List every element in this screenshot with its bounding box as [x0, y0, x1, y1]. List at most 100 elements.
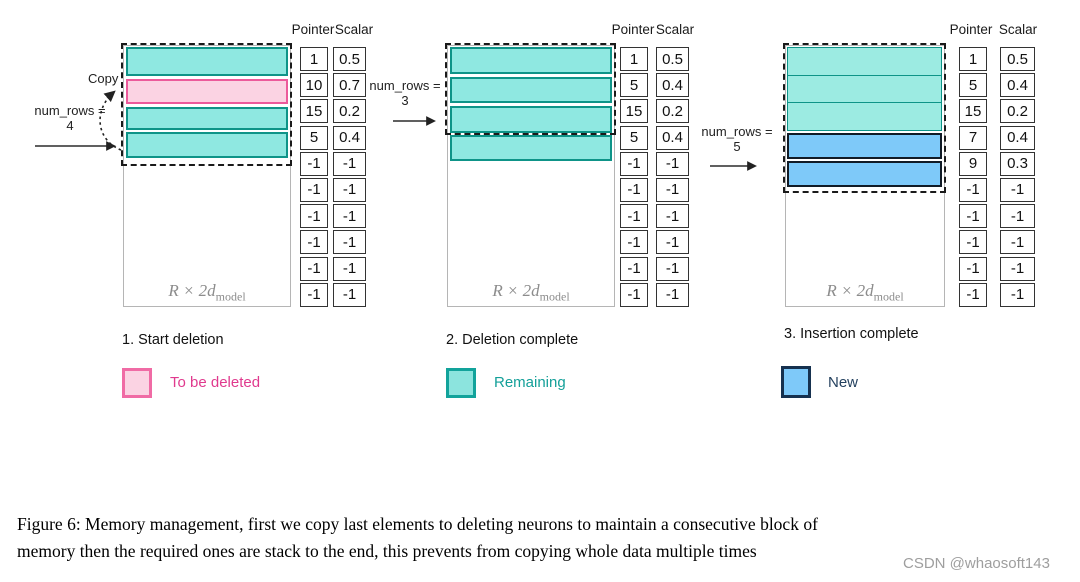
pointer-cell: -1: [620, 230, 648, 255]
pointer-cell: 5: [959, 73, 987, 98]
pointer-cell: 5: [620, 73, 648, 98]
scalar-cell: 0.2: [333, 99, 366, 124]
scalar-column-3: 0.5 0.4 0.2 0.4 0.3 -1 -1 -1 -1 -1: [1000, 47, 1035, 307]
scalar-column-header: Scalar: [334, 22, 374, 37]
row-remaining: [126, 107, 288, 130]
scalar-cell: 0.4: [656, 125, 689, 150]
scalar-cell: -1: [333, 204, 366, 229]
dashed-region-3: [783, 43, 946, 193]
scalar-cell: 0.5: [656, 47, 689, 71]
scalar-cell: -1: [656, 151, 689, 176]
pointer-cell: -1: [959, 256, 987, 281]
dashed-region-2: [445, 43, 616, 135]
scalar-cell: 0.5: [1000, 47, 1035, 71]
legend-label-remaining: Remaining: [494, 374, 566, 391]
row-remaining: [787, 102, 942, 131]
scalar-cell: -1: [656, 177, 689, 202]
scalar-cell: 0.4: [1000, 73, 1035, 98]
row-remaining: [126, 47, 288, 76]
matrix-dimension-label: R × 2dmodel: [492, 281, 570, 304]
pointer-cell: 15: [959, 99, 987, 124]
num-rows-label-1: num_rows =4: [34, 103, 106, 133]
step-caption-2: 2. Deletion complete: [446, 332, 579, 348]
pointer-cell: 1: [959, 47, 987, 71]
row-remaining: [787, 47, 942, 76]
pointer-column-1: 1 10 15 5 -1 -1 -1 -1 -1 -1: [300, 47, 328, 307]
row-remaining: [126, 132, 288, 158]
scalar-cell: -1: [1000, 282, 1035, 307]
pointer-cell: -1: [300, 151, 328, 176]
num-rows-label-3: num_rows =5: [701, 124, 773, 154]
pointer-column-header: Pointer: [611, 22, 655, 37]
pointer-cell: -1: [959, 230, 987, 255]
scalar-column-header: Scalar: [998, 22, 1038, 37]
scalar-cell: 0.4: [333, 125, 366, 150]
row-new: [787, 133, 942, 159]
step-caption-3: 3. Insertion complete: [784, 326, 919, 342]
scalar-cell: 0.2: [656, 99, 689, 124]
copy-label: Copy: [88, 71, 119, 86]
legend-swatch-to-be-deleted: [122, 368, 152, 398]
pointer-cell: 9: [959, 151, 987, 176]
scalar-column-2: 0.5 0.4 0.2 0.4 -1 -1 -1 -1 -1 -1: [656, 47, 689, 307]
scalar-cell: -1: [656, 256, 689, 281]
pointer-cell: -1: [300, 256, 328, 281]
watermark: CSDN @whaosoft143: [903, 555, 1050, 572]
pointer-cell: -1: [300, 177, 328, 202]
pointer-cell: -1: [620, 256, 648, 281]
scalar-cell: -1: [656, 282, 689, 307]
pointer-cell: 7: [959, 125, 987, 150]
scalar-cell: -1: [333, 256, 366, 281]
row-remaining: [450, 77, 612, 103]
scalar-cell: -1: [656, 204, 689, 229]
pointer-cell: 1: [620, 47, 648, 71]
memory-rows-1: [126, 47, 288, 158]
scalar-cell: -1: [656, 230, 689, 255]
scalar-cell: 0.5: [333, 47, 366, 71]
pointer-column-2: 1 5 15 5 -1 -1 -1 -1 -1 -1: [620, 47, 648, 307]
num-rows-label-2: num_rows =3: [369, 78, 441, 108]
scalar-cell: -1: [1000, 177, 1035, 202]
matrix-dimension-label: R × 2dmodel: [168, 281, 246, 304]
pointer-cell: 5: [620, 125, 648, 150]
pointer-cell: -1: [620, 204, 648, 229]
pointer-cell: -1: [959, 204, 987, 229]
pointer-cell: 15: [300, 99, 328, 124]
row-new: [787, 160, 942, 187]
scalar-column-header: Scalar: [655, 22, 695, 37]
pointer-cell: -1: [959, 177, 987, 202]
pointer-column-header: Pointer: [949, 22, 993, 37]
matrix-dimension-label: R × 2dmodel: [826, 281, 904, 304]
scalar-cell: 0.7: [333, 73, 366, 98]
pointer-cell: 1: [300, 47, 328, 71]
pointer-cell: -1: [620, 177, 648, 202]
pointer-cell: -1: [300, 204, 328, 229]
legend-swatch-new: [781, 366, 811, 398]
memory-rows-2: [450, 47, 612, 133]
row-leftover-copy: [450, 135, 612, 161]
pointer-cell: 10: [300, 73, 328, 98]
legend-label-new: New: [828, 374, 859, 391]
pointer-column-header: Pointer: [291, 22, 335, 37]
figure-caption-line2: memory then the required ones are stack …: [17, 541, 757, 561]
pointer-cell: -1: [300, 282, 328, 307]
pointer-cell: 5: [300, 125, 328, 150]
scalar-cell: -1: [1000, 256, 1035, 281]
scalar-cell: -1: [333, 282, 366, 307]
scalar-cell: 0.4: [656, 73, 689, 98]
row-remaining: [450, 47, 612, 74]
row-to-be-deleted: [126, 79, 288, 104]
row-remaining: [450, 106, 612, 133]
scalar-column-1: 0.5 0.7 0.2 0.4 -1 -1 -1 -1 -1 -1: [333, 47, 366, 307]
row-remaining: [787, 74, 942, 104]
legend-swatch-remaining: [446, 368, 476, 398]
scalar-cell: -1: [333, 230, 366, 255]
scalar-cell: 0.3: [1000, 151, 1035, 176]
dashed-region-1: [121, 43, 292, 166]
legend-label-to-be-deleted: To be deleted: [170, 374, 261, 391]
figure-caption-line1: Figure 6: Memory management, first we co…: [17, 514, 818, 534]
memory-rows-3: [787, 47, 942, 187]
pointer-cell: -1: [620, 151, 648, 176]
pointer-column-3: 1 5 15 7 9 -1 -1 -1 -1 -1: [959, 47, 987, 307]
